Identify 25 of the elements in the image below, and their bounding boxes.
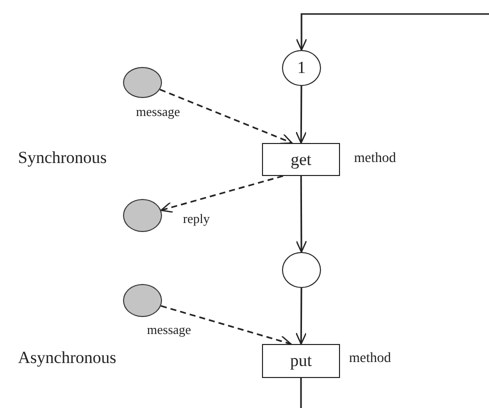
message-circle (123, 284, 162, 317)
dashed-arrow (160, 175, 284, 213)
message-circle (123, 199, 162, 232)
arrow (296, 288, 307, 345)
annotation-label: method (354, 151, 396, 167)
connector-line (300, 378, 302, 408)
annotation-label: message (136, 104, 180, 120)
place-circle (282, 252, 321, 288)
arrow (296, 86, 307, 144)
node-label: 1 (297, 58, 306, 78)
arrow (296, 176, 308, 253)
dashed-arrow (160, 305, 292, 346)
transition-box (262, 344, 340, 378)
annotation-label: reply (183, 211, 210, 227)
annotation-label: method (349, 351, 391, 367)
mode-label: Asynchronous (18, 348, 116, 368)
node-label: get (290, 150, 312, 170)
dashed-arrow (160, 88, 293, 144)
annotation-label: message (147, 322, 192, 338)
message-circle (123, 67, 162, 98)
transition-box (262, 143, 340, 176)
arrow (296, 13, 489, 51)
place-circle (282, 50, 321, 86)
mode-label: Synchronous (18, 148, 107, 168)
node-label: put (290, 351, 312, 371)
